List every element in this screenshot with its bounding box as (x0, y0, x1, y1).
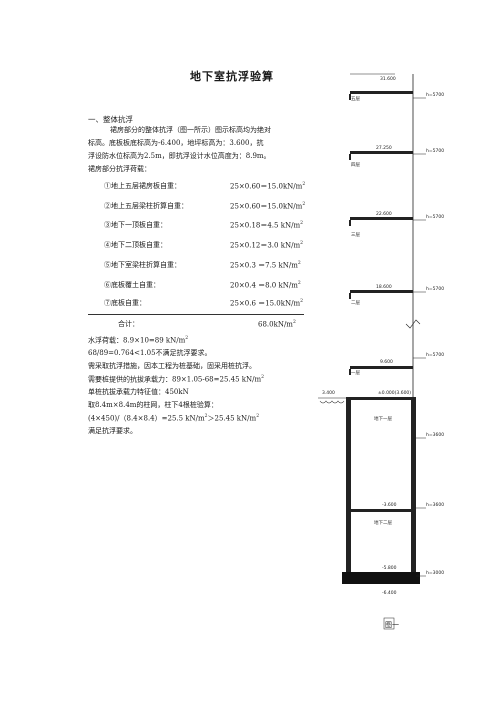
load-item-label: ④地下二顶板自重： (104, 241, 167, 249)
floor-name: 二层 (351, 300, 360, 306)
total-value: 68.0kN/m2 (258, 320, 296, 329)
load-item-value: 20×0.4 ＝8.0 kN/m2 (230, 281, 301, 290)
elevation-label: ±0.000(3.600) (378, 390, 411, 396)
elevation-label: 27.250 (376, 145, 392, 151)
load-item-label: ②地上五层梁柱折算自重： (104, 202, 188, 210)
elevation-label: 31.600 (380, 76, 396, 82)
load-item-label: ③地下一顶板自重： (104, 221, 167, 229)
ground-slab (346, 397, 416, 400)
figure-label: 图一 (385, 621, 399, 629)
basement-wall (411, 398, 416, 583)
height-label: h=5700 (426, 214, 444, 220)
height-label: h=3000 (426, 570, 444, 576)
soil-hatch (319, 400, 345, 404)
floor-slab (351, 509, 411, 512)
bottom-elevation-label: -6.400 (382, 590, 397, 596)
base-slab (342, 572, 420, 584)
intro-line: 裙房部分抗浮荷载： (88, 165, 151, 173)
figure-label-box (383, 617, 395, 630)
building-section-drawing: 31.600 27.250 22.600 18.600 9.600 ±0.000… (318, 73, 444, 630)
height-label: h=5700 (426, 92, 444, 98)
floor-slab (350, 290, 413, 293)
load-item-value: 25×0.6 ＝15.0kN/m2 (230, 299, 303, 308)
total-label: 合计： (118, 320, 139, 328)
load-item-value: 25×0.3 ＝7.5 kN/m2 (230, 261, 301, 270)
floor-slab (350, 151, 413, 154)
page-title: 地下室抗浮验算 (190, 70, 274, 83)
height-label: h=5700 (426, 148, 444, 154)
floor-name: 一层 (351, 370, 360, 376)
intro-line: 标高。底板板底标高为-6.400，地坪标高为：3.600，抗 (88, 139, 264, 147)
load-item-label: ⑥底板覆土自重： (104, 281, 160, 289)
total-divider (88, 314, 304, 315)
load-item-value: 25×0.18＝4.5 kN/m2 (230, 221, 303, 230)
elevation-label: -3.600 (382, 502, 397, 508)
height-label: h=3600 (426, 432, 444, 438)
floor-name: 三层 (351, 232, 360, 238)
elevation-label: -5.800 (382, 565, 397, 571)
basement-wall (346, 398, 351, 583)
calc-line: 68/89=0.764<1.05不满足抗浮要求。 (88, 349, 212, 357)
elevation-label: 18.600 (376, 284, 392, 290)
break-mark (405, 319, 421, 329)
load-item-value: 25×0.60＝15.0kN/m2 (230, 182, 306, 191)
section-heading: 一、整体抗浮 (88, 115, 133, 124)
load-item-label: ⑦底板自重： (104, 299, 146, 307)
floor-name: 四层 (351, 162, 360, 168)
floor-slab (350, 366, 413, 369)
floor-slab (350, 91, 413, 94)
floor-name: 五层 (351, 96, 360, 102)
elevation-label: 22.600 (376, 211, 392, 217)
intro-line: 浮设防水位标高为2.5m，即抗浮设计水位高度为：8.9m。 (88, 152, 271, 160)
load-item-label: ⑤地下室梁柱折算自重： (104, 261, 181, 269)
check-line: (4×450)/（8.4×8.4）=25.5 kN/m2＞25.45 kN/m2 (88, 414, 260, 423)
conclusion-line: 满足抗浮要求。 (88, 427, 137, 435)
load-item-value: 25×0.60＝15.0kN/m2 (230, 202, 306, 211)
calc-line: 需要桩提供的抗拔承载力：89×1.05-68=25.45 kN/m2 (88, 375, 264, 384)
height-label: h=5700 (426, 352, 444, 358)
calc-line: 单桩抗拔承载力特征值：450kN (88, 388, 189, 396)
height-label: h=3600 (426, 502, 444, 508)
ground-elevation-label: 3.400 (322, 390, 335, 396)
elevation-label: 9.600 (380, 359, 393, 365)
floor-name: 地下二层 (374, 519, 392, 526)
calc-line: 需采取抗浮措施，因本工程为桩基础，固采用桩抗浮。 (88, 362, 256, 370)
calc-line: 取8.4m×8.4m的柱网，柱下4根桩验算： (88, 401, 218, 409)
floor-name: 地下一层 (374, 415, 392, 422)
height-label: h=5700 (426, 286, 444, 292)
floor-slab (350, 217, 413, 220)
calc-line: 水浮荷载：8.9×10=89 kN/m2 (88, 336, 189, 345)
load-item-label: ①地上五层裙房板自重： (104, 182, 181, 190)
intro-line: 裙房部分的整体抗浮（图一所示）图示标高均为绝对 (110, 126, 271, 134)
load-item-value: 25×0.12＝3.0 kN/m2 (230, 241, 303, 250)
